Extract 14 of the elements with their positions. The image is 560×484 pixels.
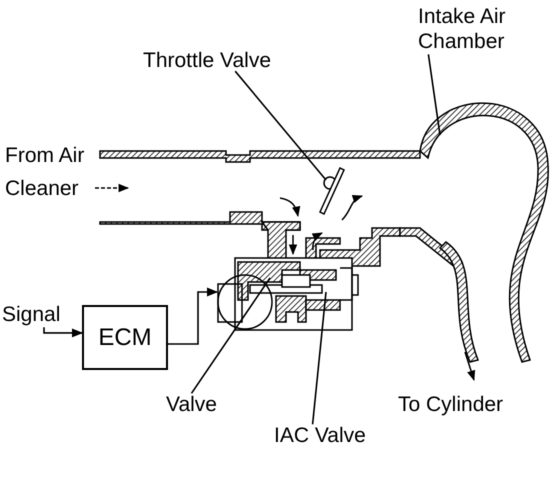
leader-line xyxy=(190,278,271,394)
part-label: IAC Valve xyxy=(274,423,366,448)
arrow xyxy=(168,288,218,345)
part-label: Signal xyxy=(2,302,60,328)
part-label: Intake Air Chamber xyxy=(418,4,548,54)
leader-line xyxy=(234,70,327,181)
part-label: Throttle Valve xyxy=(143,48,271,74)
part-label: To Cylinder xyxy=(398,392,504,418)
arrow xyxy=(43,327,84,338)
control-unit-box: ECM xyxy=(82,305,168,370)
leader-line xyxy=(312,292,327,424)
part-label: From Air Cleaner xyxy=(5,143,86,202)
part-label: Valve xyxy=(166,392,217,418)
leader-line xyxy=(428,54,441,136)
